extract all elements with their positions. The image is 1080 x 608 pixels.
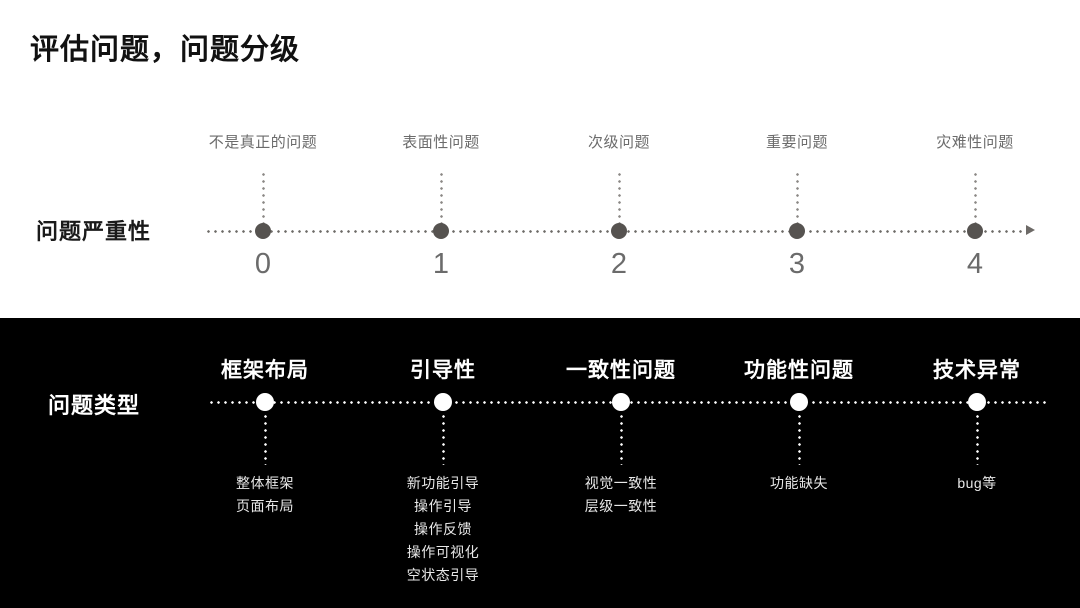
type-tick-connector: [442, 413, 445, 465]
severity-tick-dot-icon: [611, 223, 627, 239]
type-tick-item-list: 整体框架页面布局: [236, 472, 294, 518]
severity-tick-number: 3: [788, 248, 806, 280]
severity-axis-arrow-icon: [1026, 225, 1035, 235]
severity-tick-connector: [262, 171, 265, 229]
type-tick-caption: 技术异常: [933, 359, 1021, 382]
type-tick-dot-icon: [434, 393, 452, 411]
type-tick-dot-icon: [612, 393, 630, 411]
severity-tick-dot-icon: [433, 223, 449, 239]
type-panel: 问题类型 框架布局 整体框架页面布局 引导性 新功能引导操作引导操作反馈操作可视…: [0, 318, 1080, 608]
type-tick-item-list: 功能缺失: [770, 472, 828, 495]
type-tick-caption: 引导性: [410, 359, 476, 382]
page-title: 评估问题，问题分级: [30, 34, 301, 66]
type-tick-item: 视觉一致性: [584, 475, 658, 491]
severity-tick-connector: [974, 171, 977, 229]
type-tick-dot-icon: [968, 393, 986, 411]
severity-tick-number: 2: [610, 248, 628, 280]
severity-tick-connector: [618, 171, 621, 229]
severity-tick-caption: 灾难性问题: [936, 134, 1014, 151]
severity-tick-caption: 不是真正的问题: [208, 134, 318, 151]
severity-tick-connector: [440, 171, 443, 229]
type-row-label: 问题类型: [48, 393, 141, 418]
type-tick-caption: 功能性问题: [744, 359, 854, 382]
type-tick-item: 操作反馈: [414, 521, 472, 537]
type-tick-item: 页面布局: [236, 498, 294, 514]
type-tick-item: 空状态引导: [406, 567, 480, 583]
type-tick-item-list: 视觉一致性层级一致性: [585, 472, 658, 518]
type-tick-item: 整体框架: [236, 475, 294, 491]
type-tick-item: 操作可视化: [406, 544, 480, 560]
type-tick-connector: [264, 413, 267, 465]
severity-row-label: 问题严重性: [36, 219, 152, 244]
severity-tick-number: 1: [432, 248, 450, 280]
severity-tick-dot-icon: [255, 223, 271, 239]
type-tick-caption: 一致性问题: [566, 359, 676, 382]
type-tick-connector: [620, 413, 623, 465]
severity-tick-caption: 表面性问题: [402, 134, 480, 151]
type-tick-dot-icon: [790, 393, 808, 411]
type-tick-connector: [976, 413, 979, 465]
severity-tick-caption: 次级问题: [587, 134, 651, 151]
severity-tick-number: 0: [254, 248, 272, 280]
type-tick-item: 功能缺失: [770, 475, 828, 491]
type-tick-dot-icon: [256, 393, 274, 411]
severity-tick-number: 4: [966, 248, 984, 280]
severity-panel: 评估问题，问题分级 问题严重性 不是真正的问题 0 表面性问题 1 次级问题 2…: [30, 34, 1035, 280]
severity-tick-connector: [796, 171, 799, 229]
type-tick-connector: [798, 413, 801, 465]
severity-tick-dot-icon: [967, 223, 983, 239]
type-tick-caption: 框架布局: [221, 359, 309, 382]
type-tick-item-list: bug等: [957, 472, 996, 495]
type-tick-item: bug等: [957, 475, 997, 491]
type-tick-item: 操作引导: [414, 498, 472, 514]
type-tick-item: 新功能引导: [406, 475, 480, 491]
type-tick-item-list: 新功能引导操作引导操作反馈操作可视化空状态引导: [407, 472, 480, 587]
severity-tick-dot-icon: [789, 223, 805, 239]
severity-tick-caption: 重要问题: [765, 134, 829, 151]
type-tick-item: 层级一致性: [584, 498, 658, 514]
